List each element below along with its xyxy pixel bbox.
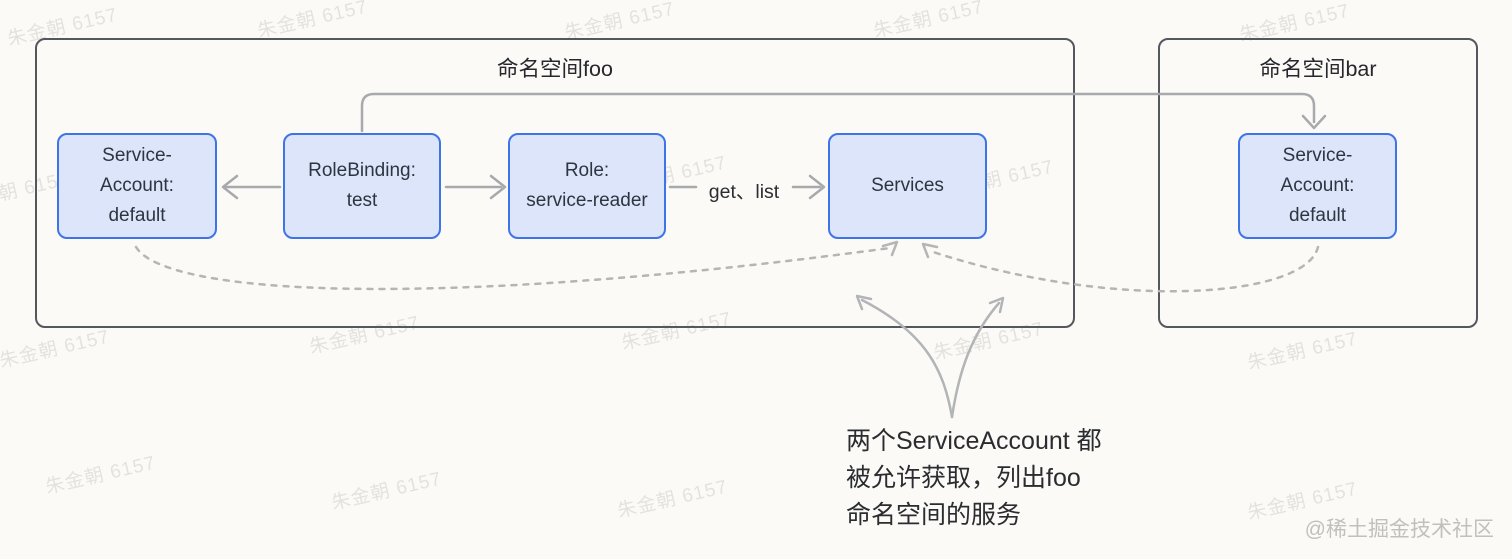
- connector-rolebinding-to-serviceaccount-bar: [360, 92, 1316, 133]
- arrowhead-right-icon: [489, 174, 507, 200]
- node-serviceaccount-foo: Service- Account: default: [57, 133, 217, 239]
- annotation-arrow-right: [950, 301, 1001, 419]
- arrowhead-down-icon: [1301, 114, 1327, 130]
- node-role: Role: service-reader: [508, 133, 666, 239]
- node-services: Services: [828, 133, 987, 239]
- arrowhead-right-icon: [808, 174, 826, 200]
- edge-label-verbs: get、list: [708, 181, 780, 203]
- dashed-serviceaccount-bar-to-services: [928, 245, 1320, 293]
- arrowhead-left-icon: [221, 174, 239, 200]
- annotation-arrow-left: [860, 298, 954, 419]
- node-rolebinding: RoleBinding: test: [283, 133, 441, 239]
- namespace-foo-container: 命名空间foo: [35, 38, 1075, 328]
- node-serviceaccount-bar: Service- Account: default: [1238, 133, 1397, 239]
- dashed-arrowhead-icon: [921, 242, 939, 259]
- annotation-text: 两个ServiceAccount 都 被允许获取，列出foo 命名空间的服务: [846, 427, 1102, 529]
- annotation-arrowhead-icon: [855, 294, 873, 311]
- dashed-serviceaccount-foo-to-services: [134, 245, 892, 291]
- namespace-bar-container: 命名空间bar: [1158, 38, 1478, 328]
- dashed-arrowhead-icon: [881, 240, 899, 257]
- namespace-bar-title: 命名空间bar: [1259, 57, 1377, 81]
- annotation-arrowhead-icon: [988, 296, 1005, 314]
- namespace-foo-title: 命名空间foo: [497, 57, 613, 81]
- site-credit-watermark: @稀土掘金技术社区: [1304, 518, 1494, 541]
